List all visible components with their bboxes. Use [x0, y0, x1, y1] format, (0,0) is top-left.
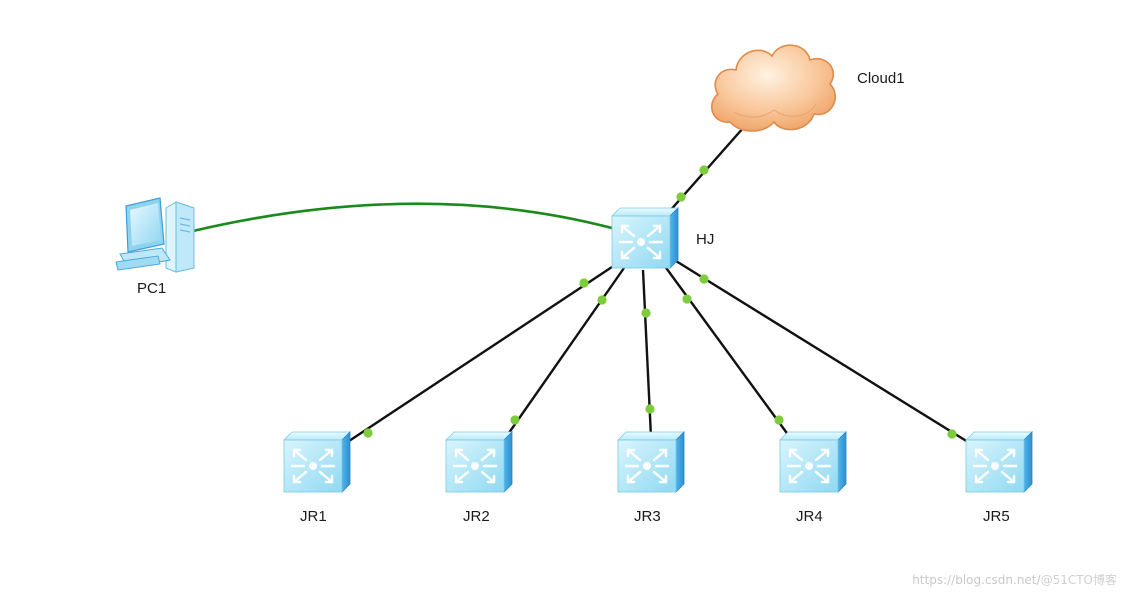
switch-icon-jr2[interactable]: [444, 430, 514, 494]
port-dot: [682, 294, 692, 304]
port-dot: [676, 192, 686, 202]
switch-icon-jr1[interactable]: [282, 430, 352, 494]
port-dot: [947, 429, 957, 439]
label-jr5: JR5: [983, 508, 1010, 525]
watermark-brand: @51CTO博客: [1040, 573, 1117, 587]
port-dot: [645, 404, 655, 414]
port-dot: [363, 428, 373, 438]
switch-icon-jr4[interactable]: [778, 430, 848, 494]
port-dot: [699, 165, 709, 175]
label-jr3: JR3: [634, 508, 661, 525]
port-dot: [579, 278, 589, 288]
label-hj: HJ: [696, 231, 715, 248]
label-jr4: JR4: [796, 508, 823, 525]
switch-icon-hj[interactable]: [610, 206, 680, 270]
switch-icon-jr3[interactable]: [616, 430, 686, 494]
label-pc1: PC1: [137, 280, 167, 297]
port-dot: [510, 415, 520, 425]
label-cloud1: Cloud1: [857, 70, 905, 87]
switch-icon-jr5[interactable]: [964, 430, 1034, 494]
pc-icon[interactable]: [115, 197, 195, 273]
label-jr1: JR1: [300, 508, 327, 525]
port-dot: [699, 274, 709, 284]
port-dot: [641, 308, 651, 318]
watermark: https://blog.csdn.net/@51CTO博客: [912, 571, 1117, 588]
link-hj-jr2: [503, 267, 625, 441]
link-pc1-hj: [192, 202, 613, 233]
link-hj-jr4: [663, 264, 790, 437]
port-dot: [597, 295, 607, 305]
watermark-url: https://blog.csdn.net/: [912, 573, 1041, 587]
link-hj-jr1: [345, 261, 619, 445]
port-indicators: [363, 165, 957, 439]
label-jr2: JR2: [463, 508, 490, 525]
port-dot: [774, 415, 784, 425]
link-hj-jr5: [675, 259, 969, 444]
cloud-icon[interactable]: [710, 44, 836, 132]
